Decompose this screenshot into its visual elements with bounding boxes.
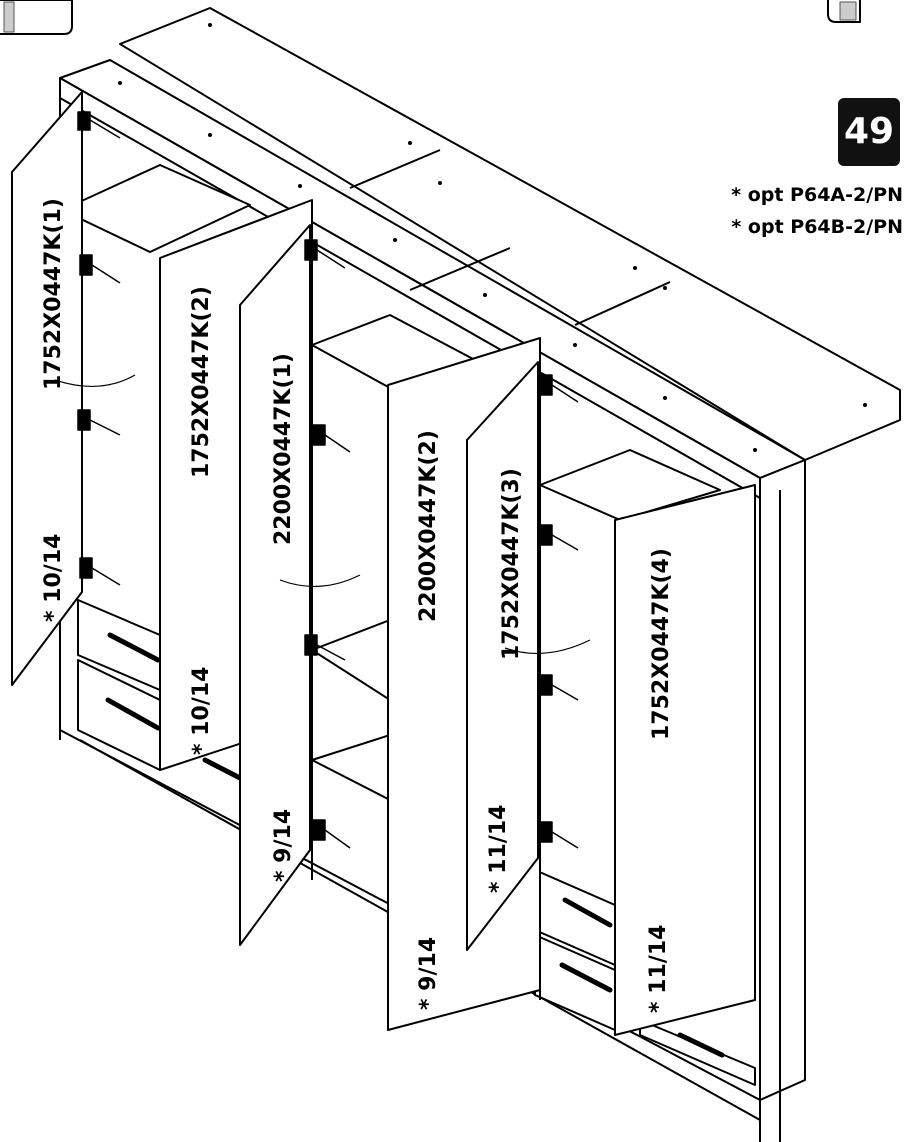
door-3-code-label: 2200X0447K(1) — [271, 353, 296, 545]
door-1752X0447K-3 — [466, 361, 539, 951]
option-note-2: * opt P64B-2/PN — [731, 216, 903, 238]
step-number-badge: 49 — [838, 98, 900, 166]
hinges — [77, 111, 579, 849]
door-1-hinge-ref-label: * 10/14 — [41, 534, 66, 622]
door-2-hinge-ref-label: * 10/14 — [189, 667, 214, 755]
top-fixing-holes — [118, 23, 867, 452]
door-swing-arcs — [54, 374, 591, 655]
door-6-code-label: 1752X0447K(4) — [649, 548, 674, 740]
door-2200X0447K-1 — [239, 224, 311, 946]
door-5-code-label: 1752X0447K(3) — [499, 468, 524, 660]
door-1-code-label: 1752X0447K(1) — [41, 198, 66, 390]
door-4-code-label: 2200X0447K(2) — [416, 430, 441, 622]
door-labels: 1752X0447K(1) * 10/14 1752X0447K(2) * 10… — [41, 198, 674, 1013]
option-note-1: * opt P64A-2/PN — [731, 184, 903, 206]
door-4-hinge-ref-label: * 9/14 — [416, 937, 441, 1010]
previous-step-thumbnail-right — [827, 0, 861, 23]
door-1752X0447K-4 — [614, 484, 756, 1036]
previous-step-thumbnail-left — [0, 0, 73, 35]
door-5-hinge-ref-label: * 11/14 — [486, 805, 511, 893]
door-3-hinge-ref-label: * 9/14 — [271, 809, 296, 882]
door-6-hinge-ref-label: * 11/14 — [646, 925, 671, 1013]
door-2-code-label: 1752X0447K(2) — [189, 286, 214, 478]
wardrobe-carcass — [59, 7, 901, 1142]
door-1752X0447K-1 — [11, 91, 83, 686]
